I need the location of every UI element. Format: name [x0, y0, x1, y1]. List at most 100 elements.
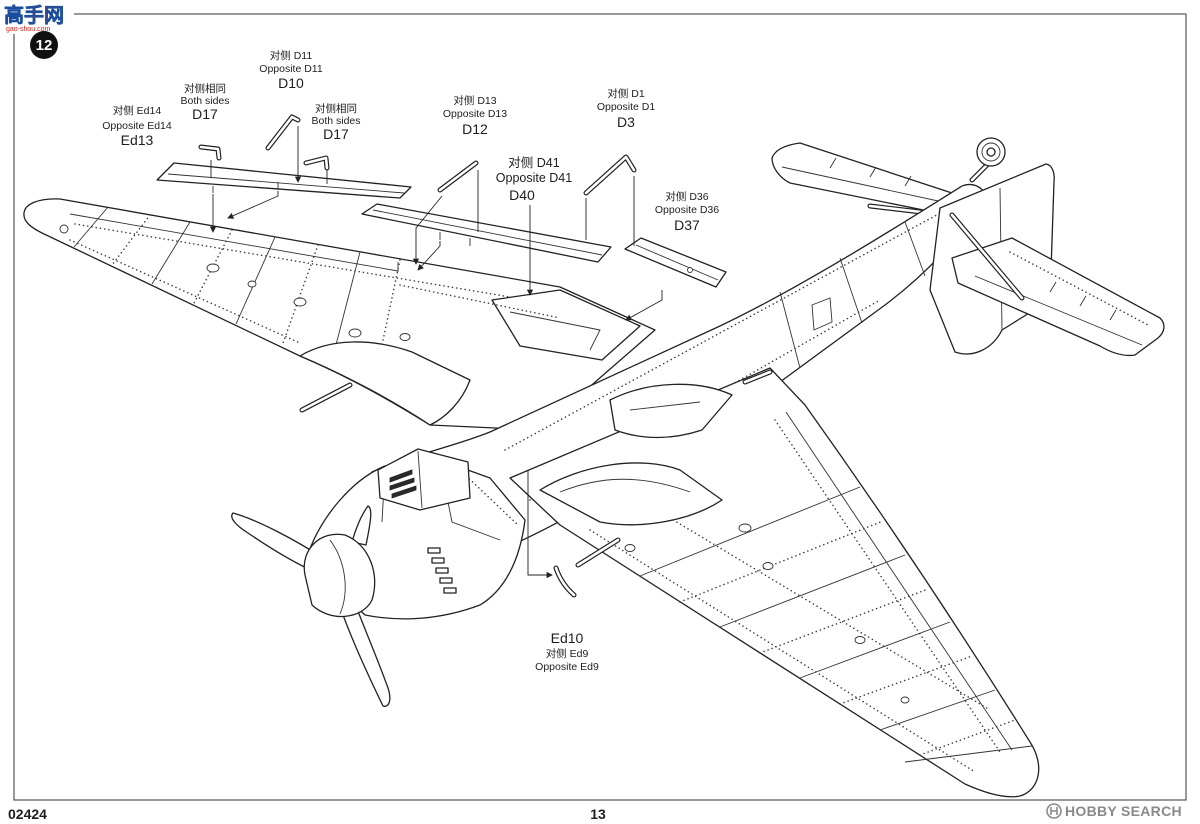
- callout-ed10-line1: 对侧 Ed9: [546, 647, 589, 660]
- right-wing-panel-line: [639, 486, 861, 577]
- propeller-blade-lower: [341, 605, 391, 707]
- d12-hinge-line: [372, 209, 603, 256]
- part-ed10: [553, 565, 577, 598]
- tail-brace-fill: [950, 213, 1024, 300]
- left-wing-access-hole: [348, 328, 362, 338]
- left-wing-aileron-line: [69, 213, 399, 272]
- tailwheel-strut-fill: [970, 162, 990, 182]
- right-wing-panel-line: [719, 554, 906, 628]
- right-wing-panel-line: [799, 621, 951, 679]
- logo-text: 高手网: [4, 3, 64, 27]
- cowling-rivet-line: [459, 469, 519, 526]
- d37-flap-piece: [624, 237, 727, 288]
- left-wing-rivet-line: [111, 214, 151, 266]
- right-wing-rivet-line: [919, 719, 1016, 756]
- part-d17-right: [303, 155, 330, 171]
- callout-d17-left: 对侧相同 Both sides D17: [180, 82, 229, 122]
- tailwheel-tread: [981, 142, 1001, 162]
- hobby-search-logo-icon: [1046, 803, 1062, 819]
- logo-subtext: gao-shou.com: [6, 26, 51, 33]
- callout-d17-left-part: D17: [192, 106, 218, 122]
- left-wing-panel-line: [235, 236, 276, 325]
- right-wing-access-hole: [624, 544, 636, 552]
- leader-lines: [209, 126, 663, 579]
- callout-ed10: Ed10 对侧 Ed9 Opposite Ed9: [535, 630, 599, 673]
- callout-d17-right-part: D17: [323, 126, 349, 142]
- leader-d12-a: [417, 241, 441, 271]
- left-wing-access-hole: [206, 263, 220, 273]
- callout-d37-part: D37: [674, 217, 700, 233]
- tailwheel-hub: [986, 147, 996, 157]
- windscreen-slit: [389, 469, 413, 483]
- left-wing-rivet-line: [399, 284, 561, 319]
- footer: 02424 13 HOBBY SEARCH: [8, 803, 1182, 822]
- callout-ed10-line2: Opposite Ed9: [535, 661, 599, 673]
- left-stabilizer-outline: [771, 142, 959, 216]
- page-number: 13: [590, 806, 606, 822]
- right-wing-gun-bay-blister: [539, 462, 723, 526]
- right-stabilizer-rivet-line: [1009, 251, 1151, 327]
- left-elevator-hinges: [829, 157, 912, 187]
- step-number: 12: [36, 37, 53, 54]
- right-wing-rivet-line: [589, 529, 976, 773]
- callout-d12: 对侧 D13 Opposite D13 D12: [443, 94, 507, 137]
- callout-ed13-part: Ed13: [121, 132, 154, 148]
- d17-left-piece-fill: [199, 145, 221, 160]
- leader-ed13-b: [227, 191, 279, 219]
- callout-d10-line2: Opposite D11: [259, 63, 323, 75]
- left-wing-tip-light: [59, 224, 69, 234]
- right-wing-gear-cover-line: [629, 401, 701, 411]
- callout-ed13: 对侧 Ed14 Opposite Ed14 Ed13: [102, 104, 172, 148]
- callout-d3-line2: Opposite D1: [597, 101, 656, 113]
- page-frame: [13, 13, 1187, 801]
- callout-d37-line2: Opposite D36: [655, 204, 719, 216]
- callout-ed13-line2: Opposite Ed14: [102, 120, 172, 132]
- callout-d40-part: D40: [509, 187, 535, 203]
- left-wing-leading-edge-blister: [299, 341, 471, 426]
- fuselage-access-panel: [811, 297, 833, 331]
- exhaust-stack: [443, 587, 457, 594]
- right-wing: [509, 367, 1040, 798]
- d12-pegs: [439, 232, 471, 246]
- leader-ed10: [527, 470, 553, 579]
- windscreen-frame: [417, 450, 423, 509]
- right-wing-access-hole: [900, 696, 910, 704]
- callout-d37: 对侧 D36 Opposite D36 D37: [655, 190, 719, 233]
- part-d17-left: [198, 144, 222, 161]
- left-wing-access-hole: [293, 297, 307, 307]
- left-wing-panel-line: [73, 206, 109, 248]
- right-elevator-line: [974, 275, 1143, 346]
- left-wing: [23, 198, 656, 431]
- windscreen-slit: [389, 477, 415, 491]
- propeller-blade-rear: [351, 505, 372, 546]
- tail-assembly: [929, 137, 1165, 357]
- callout-d12-part: D12: [462, 121, 488, 137]
- callout-d17-right: 对侧相同 Both sides D17: [311, 102, 360, 142]
- d10-rod-fill: [266, 115, 300, 150]
- logo-backdrop: [0, 0, 74, 34]
- callout-d17-right-line2: Both sides: [311, 115, 360, 127]
- fuselage-frame-line: [904, 221, 926, 277]
- callout-d37-line1: 对侧 D36: [665, 190, 708, 203]
- left-wing-panel-line: [151, 221, 191, 285]
- left-horizontal-stabilizer: [771, 142, 959, 217]
- ed13-pegs: [212, 182, 279, 193]
- callout-d40-line1: 对侧 D41: [508, 156, 559, 170]
- d12-flap-piece: [361, 203, 612, 263]
- left-wing-access-hole: [247, 280, 257, 288]
- installed-rods: [299, 382, 621, 568]
- hobby-search-logo-mark: [1050, 807, 1058, 815]
- callout-d10-line1: 对侧 D11: [270, 49, 313, 62]
- exhaust-stack: [431, 557, 445, 564]
- kit-code: 02424: [8, 806, 47, 822]
- windscreen-slit: [391, 485, 417, 499]
- part-ed13: [156, 162, 412, 199]
- brand-name: HOBBY SEARCH: [1065, 803, 1182, 819]
- part-d12: [361, 160, 612, 263]
- right-wing-blister-line: [559, 478, 691, 493]
- right-wing-access-hole: [854, 636, 866, 644]
- right-wing-access-hole: [762, 562, 774, 570]
- callout-d3-line1: 对侧 D1: [607, 87, 644, 100]
- left-wing-rivet-line: [281, 244, 319, 347]
- right-elevator-hinges: [1049, 281, 1117, 321]
